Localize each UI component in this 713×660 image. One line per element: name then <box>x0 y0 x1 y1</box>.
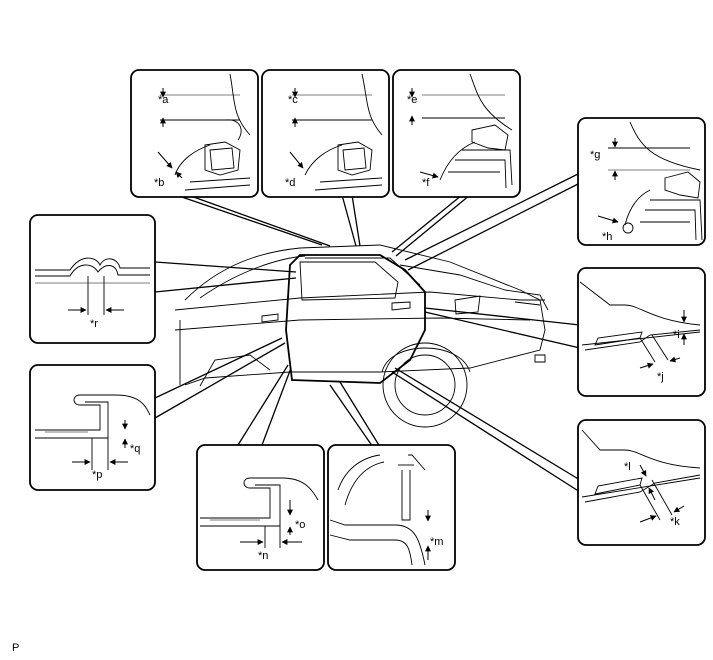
inset-frames <box>29 69 706 571</box>
label-b: *b <box>154 177 164 189</box>
label-i: *i <box>673 329 680 341</box>
inset-detail-m <box>329 454 431 566</box>
label-e: *e <box>407 94 417 106</box>
label-l: *l <box>624 461 631 473</box>
label-f: *f <box>422 177 430 189</box>
label-c: *c <box>288 94 298 106</box>
label-q: *q <box>130 443 140 455</box>
inset-detail-r <box>35 257 150 315</box>
label-g: *g <box>590 149 600 161</box>
figure-code: P <box>12 642 20 654</box>
inset-detail-c-d <box>289 73 383 191</box>
inset-detail-k-l <box>581 429 701 523</box>
label-r: *r <box>90 318 98 330</box>
inset-detail-e-f <box>409 73 513 189</box>
label-p: *p <box>92 469 102 481</box>
inset-detail-i-j <box>579 281 701 369</box>
label-d: *d <box>285 177 295 189</box>
label-a: *a <box>158 94 169 106</box>
label-m: *m <box>430 536 443 548</box>
label-k: *k <box>670 516 680 528</box>
label-j: *j <box>657 371 664 383</box>
label-n: *n <box>258 550 268 562</box>
inset-detail-a-b <box>157 73 251 191</box>
label-o: *o <box>295 519 305 531</box>
inset-detail-p-q <box>35 394 151 470</box>
leader-lines <box>154 171 583 493</box>
car-illustration <box>174 244 549 428</box>
label-h: *h <box>602 231 612 243</box>
inset-detail-n-o <box>200 477 319 548</box>
inset-detail-g-h <box>597 121 703 241</box>
